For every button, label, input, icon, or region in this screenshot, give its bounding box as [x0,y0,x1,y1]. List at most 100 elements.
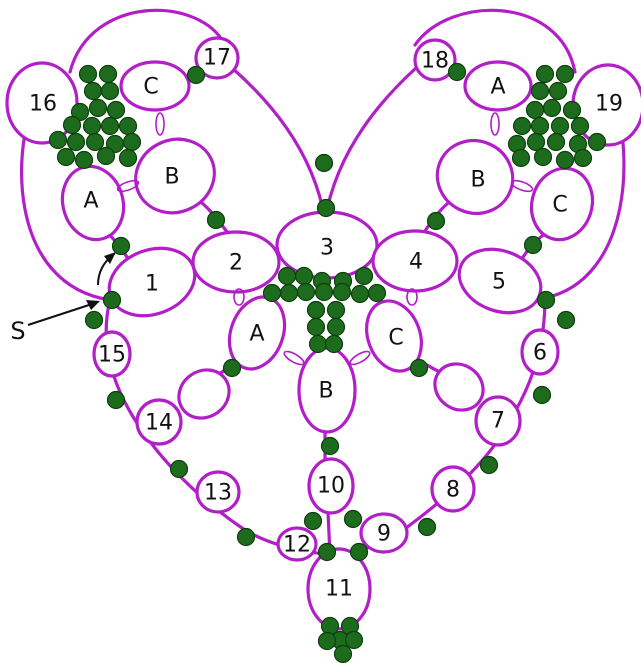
bead-43 [557,152,574,169]
bead-31 [564,102,581,119]
bead-52 [318,200,335,217]
bead-77 [305,513,322,530]
picot-mc-mb [348,349,371,367]
bead-76 [238,529,255,546]
bead-34 [532,118,549,135]
bead-58 [369,285,386,302]
bead-10 [84,118,101,135]
bead-25 [86,312,103,329]
bead-21 [188,67,205,84]
label-ring-15: 15 [98,343,126,368]
bead-28 [532,83,549,100]
bead-16 [124,134,141,151]
bead-87 [319,633,336,650]
bead-33 [514,118,531,135]
label-ring-8: 8 [446,478,460,503]
bead-72 [411,360,428,377]
bead-67 [308,319,325,336]
bead-32 [527,102,544,119]
bead-69 [310,336,327,353]
bead-59 [352,286,369,303]
picot-urb-urc [510,178,533,193]
picot-ulc-ulb [156,113,164,135]
label-upper-left-a: A [83,189,98,214]
bead-37 [589,134,606,151]
bead-82 [345,511,362,528]
label-ring-5: 5 [492,270,506,295]
bead-4 [102,83,119,100]
picot-ma-mb [282,349,305,367]
label-ring-18: 18 [421,49,449,74]
bead-73 [322,438,339,455]
label-middle-b: B [318,379,333,404]
bead-70 [326,336,343,353]
bead-60 [334,284,351,301]
picot-ura-urb [491,113,499,135]
label-ring-12: 12 [283,533,311,558]
label-ring-14: 14 [145,411,173,436]
label-middle-a: A [249,322,264,347]
label-upper-left-b: B [164,165,179,190]
label-ring-4: 4 [409,250,423,275]
bead-45 [513,150,530,167]
bead-1 [80,66,97,83]
bead-2 [100,66,117,83]
bead-78 [319,544,336,561]
bead-29 [550,83,567,100]
bead-26 [537,66,554,83]
bead-81 [419,519,436,536]
bead-50 [558,312,575,329]
label-ring-19: 19 [595,92,623,117]
bead-8 [120,118,137,135]
thread-17-to-3 [232,68,325,220]
bead-68 [328,319,345,336]
label-upper-left-c: C [143,75,158,100]
bead-75 [171,461,188,478]
bead-65 [308,302,325,319]
bead-71 [224,360,241,377]
bead-3 [85,83,102,100]
bead-19 [98,148,115,165]
label-ring-9: 9 [377,522,391,547]
label-ring-6: 6 [533,341,547,366]
bead-9 [102,118,119,135]
bead-7 [108,102,125,119]
bead-42 [575,150,592,167]
bead-40 [528,134,545,151]
bead-18 [76,152,93,169]
bead-66 [328,302,345,319]
bead-80 [481,457,498,474]
bead-46 [449,64,466,81]
bead-23 [113,238,130,255]
label-ring-10: 10 [317,474,345,499]
bead-57 [356,268,373,285]
bead-51 [316,155,333,172]
bead-14 [87,134,104,151]
bead-64 [264,285,281,302]
label-ring-7: 7 [491,409,505,434]
bead-48 [525,237,542,254]
picot-ula-ulb [116,178,139,193]
bead-89 [335,646,352,663]
bead-27 [557,66,574,83]
bead-35 [552,118,569,135]
bead-20 [120,150,137,167]
bead-83 [351,544,368,561]
start-arrow-line [28,304,92,325]
bead-61 [316,284,333,301]
bead-5 [90,100,107,117]
label-upper-right-a: A [490,75,505,100]
bead-49 [538,292,555,309]
label-ring-16: 16 [29,92,57,117]
bead-53 [279,268,296,285]
bead-44 [535,149,552,166]
bead-11 [64,117,81,134]
label-ring-11: 11 [325,577,353,602]
label-middle-c: C [388,326,403,351]
bead-17 [58,149,75,166]
bead-79 [534,387,551,404]
bead-54 [296,268,313,285]
bead-47 [428,213,445,230]
bead-30 [544,100,561,117]
